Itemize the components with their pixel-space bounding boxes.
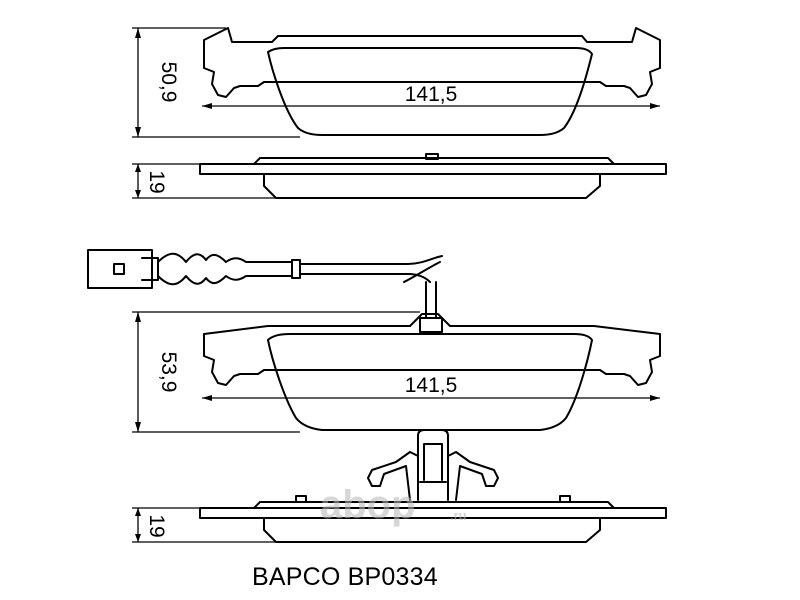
sensor-tip — [419, 317, 443, 333]
clip-right-spring — [447, 451, 499, 501]
bottom-height-arrow-up — [135, 312, 141, 322]
top-height-arrow-down — [135, 127, 141, 137]
sensor-connector-latch — [141, 257, 159, 281]
watermark-logo: abop .ru — [320, 483, 467, 527]
bottom-thk-arrow-down — [135, 534, 141, 542]
bottom-side-tab-right — [559, 495, 571, 503]
part-number-caption: BAPCO BP0334 — [252, 563, 438, 591]
sensor-wire-upper — [157, 252, 293, 263]
watermark-brand: abop — [320, 483, 416, 527]
bottom-pad-front-view: 141,5 53,9 — [132, 311, 661, 433]
top-pad-side-view: 19 — [132, 153, 667, 199]
sensor-cable-top — [299, 255, 443, 265]
top-width-arrow-right — [650, 103, 660, 109]
top-thk-label: 19 — [145, 170, 168, 193]
bottom-side-tab-left — [295, 495, 307, 503]
top-pad-friction-material — [267, 47, 593, 136]
bottom-height-arrow-down — [135, 422, 141, 432]
top-side-clip — [425, 153, 439, 160]
top-width-label: 141,5 — [405, 83, 458, 106]
clip-outer-frame — [417, 429, 449, 501]
sensor-cable-break — [403, 261, 441, 283]
top-side-backing-plate — [199, 163, 667, 175]
bottom-width-arrow-left — [202, 395, 212, 401]
top-width-arrow-left — [202, 103, 212, 109]
bottom-width-arrow-right — [650, 395, 660, 401]
bottom-width-label: 141,5 — [405, 374, 458, 397]
bottom-height-label: 53,9 — [157, 352, 180, 393]
watermark-domain: .ru — [450, 508, 467, 523]
wear-sensor — [87, 249, 443, 333]
bottom-side-friction — [263, 517, 601, 543]
sensor-sleeve — [291, 259, 301, 279]
top-side-friction — [263, 173, 601, 199]
sensor-connector-body — [87, 249, 153, 289]
bottom-side-backing-plate — [199, 507, 667, 519]
bottom-thk-arrow-up — [135, 508, 141, 516]
clip-inner-frame — [423, 443, 443, 481]
top-thk-arrow-down — [135, 190, 141, 198]
bottom-pad-friction-material — [267, 333, 593, 431]
bottom-pad-side-view: 19 — [132, 495, 667, 543]
spring-clip — [367, 429, 499, 501]
sensor-cable-bottom — [299, 273, 431, 283]
bottom-thk-label: 19 — [145, 514, 168, 537]
bottom-side-shim — [253, 501, 615, 509]
clip-left-spring — [367, 451, 419, 501]
top-pad-backing-plate — [203, 27, 661, 98]
top-height-arrow-up — [135, 28, 141, 38]
top-thk-arrow-up — [135, 164, 141, 172]
sensor-wire-lower — [157, 275, 293, 286]
top-height-label: 50,9 — [157, 62, 180, 103]
top-pad-front-view: 141,5 50,9 — [132, 27, 661, 138]
sensor-connector-pin — [113, 263, 125, 275]
bottom-pad-backing-plate — [203, 313, 661, 386]
